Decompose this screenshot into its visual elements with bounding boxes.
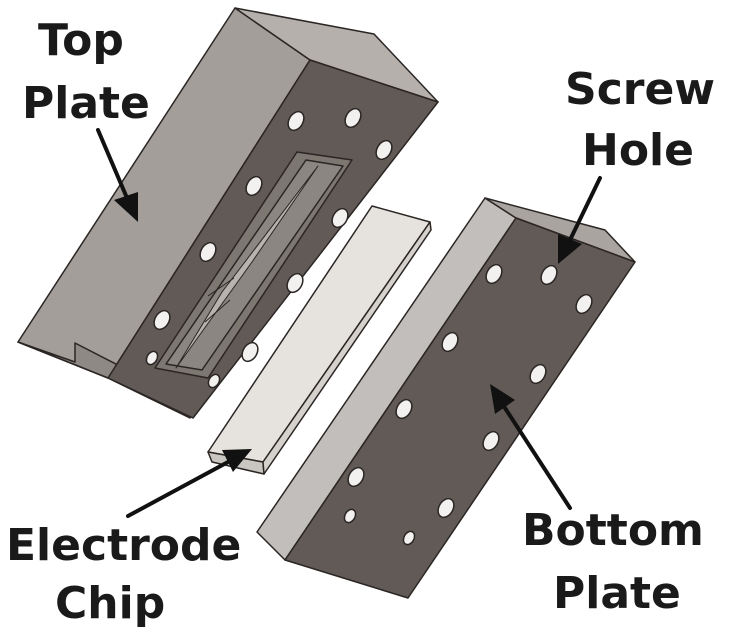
screw-hole [482,430,500,452]
callout-arrows [96,128,602,518]
label-electrode-chip: Electrode Chip [6,520,241,629]
label-screw-hole-line1: Screw [565,64,715,115]
label-bottom-plate: Bottom Plate [522,505,704,619]
screw-hole [153,309,171,331]
arrow-bottom-plate [490,384,572,510]
top-plate-screw-holes [145,107,393,389]
top-plate-flow-cell [175,165,319,369]
label-top-plate: Top Plate [22,15,150,129]
arrow-electrode-chip [126,449,252,518]
arrow-top-plate [96,128,138,222]
screw-hole [375,139,393,161]
label-bottom-plate-line1: Bottom [522,505,704,556]
screw-hole [540,264,558,286]
label-bottom-plate-line2: Plate [553,568,681,619]
bottom-plate-screw-holes [343,263,593,546]
label-electrode-chip-line2: Chip [55,578,165,629]
screw-hole [344,107,362,129]
label-top-plate-line2: Plate [22,78,150,129]
screw-hole [245,175,263,197]
label-screw-hole-line2: Hole [582,125,694,176]
screw-hole [287,110,305,132]
screw-hole [199,241,217,263]
screw-hole [207,373,221,389]
screw-hole [437,497,455,519]
electrode-chip [207,205,432,475]
screw-hole [395,398,413,420]
label-top-plate-line1: Top [38,15,124,66]
bottom-plate-main-face [284,217,636,599]
screw-hole [343,508,357,524]
screw-hole [529,363,547,385]
screw-hole [241,341,259,363]
bottom-plate [256,197,636,599]
electrode-chip-side [262,221,432,475]
screw-hole [402,530,416,546]
screw-hole [441,331,459,353]
screw-hole [575,293,593,315]
label-screw-hole: Screw Hole [565,64,715,176]
screw-hole [145,350,159,366]
screw-hole [331,207,349,229]
screw-hole [347,466,365,488]
screw-hole [286,272,304,294]
screw-hole [485,263,503,285]
label-electrode-chip-line1: Electrode [6,520,241,571]
top-plate [17,7,439,419]
arrow-screw-hole [558,176,602,264]
